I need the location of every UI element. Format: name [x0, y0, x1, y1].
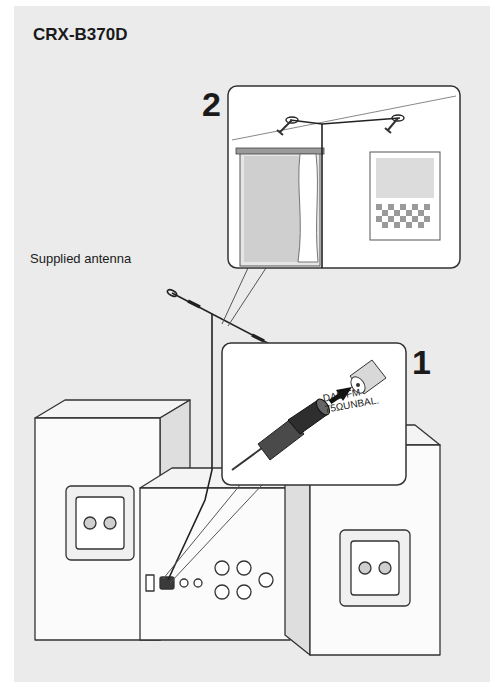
antenna-cable	[168, 314, 212, 580]
speaker-terminal	[359, 562, 371, 574]
leader-line	[163, 485, 240, 579]
antenna-sleeve	[188, 301, 200, 307]
window	[240, 152, 320, 266]
callout-number: 2	[202, 86, 232, 123]
inset-frame	[222, 343, 406, 485]
plug-cable	[232, 448, 262, 470]
speaker-terminal	[104, 517, 116, 529]
antenna-loop	[166, 288, 177, 297]
rear-jack	[194, 579, 202, 587]
inset-frame	[228, 86, 460, 268]
checker-pattern	[376, 204, 430, 228]
mounted-antenna-cable	[321, 124, 323, 268]
rear-terminal	[237, 561, 251, 575]
curtain-rail	[236, 148, 324, 154]
ceiling-line	[232, 96, 456, 140]
rear-slot	[146, 575, 154, 591]
push-pin	[385, 118, 398, 133]
window-glass	[244, 156, 300, 262]
diagram-title: CRX-B370D	[33, 26, 233, 45]
antenna-plug	[160, 577, 174, 589]
terminal-plate	[66, 486, 134, 560]
picture-frame	[370, 152, 440, 240]
curtain	[298, 154, 318, 262]
unit-back	[140, 488, 290, 640]
mounted-antenna-wire	[290, 118, 400, 124]
leader-line	[228, 268, 266, 326]
callout-number: 1	[412, 344, 442, 381]
push-pin	[277, 120, 292, 135]
part-name: Supplied antenna	[30, 252, 190, 266]
antenna-sleeve	[252, 335, 264, 341]
rear-terminal	[215, 585, 229, 599]
jack-pin	[356, 383, 360, 387]
background-panel	[14, 6, 490, 682]
speaker-terminal	[84, 517, 96, 529]
terminal-recess	[351, 541, 399, 595]
speaker-terminal	[379, 562, 391, 574]
inset-wall-mount	[228, 86, 460, 268]
leader-line	[170, 485, 262, 583]
terminal-plate	[340, 530, 410, 606]
main-unit	[140, 468, 300, 640]
inset-connection	[222, 343, 406, 485]
rear-terminal	[237, 585, 251, 599]
picture-area	[376, 158, 434, 198]
rear-terminal	[215, 561, 229, 575]
rear-terminal	[259, 573, 273, 587]
rear-jack	[180, 579, 188, 587]
terminal-recess	[76, 497, 124, 549]
